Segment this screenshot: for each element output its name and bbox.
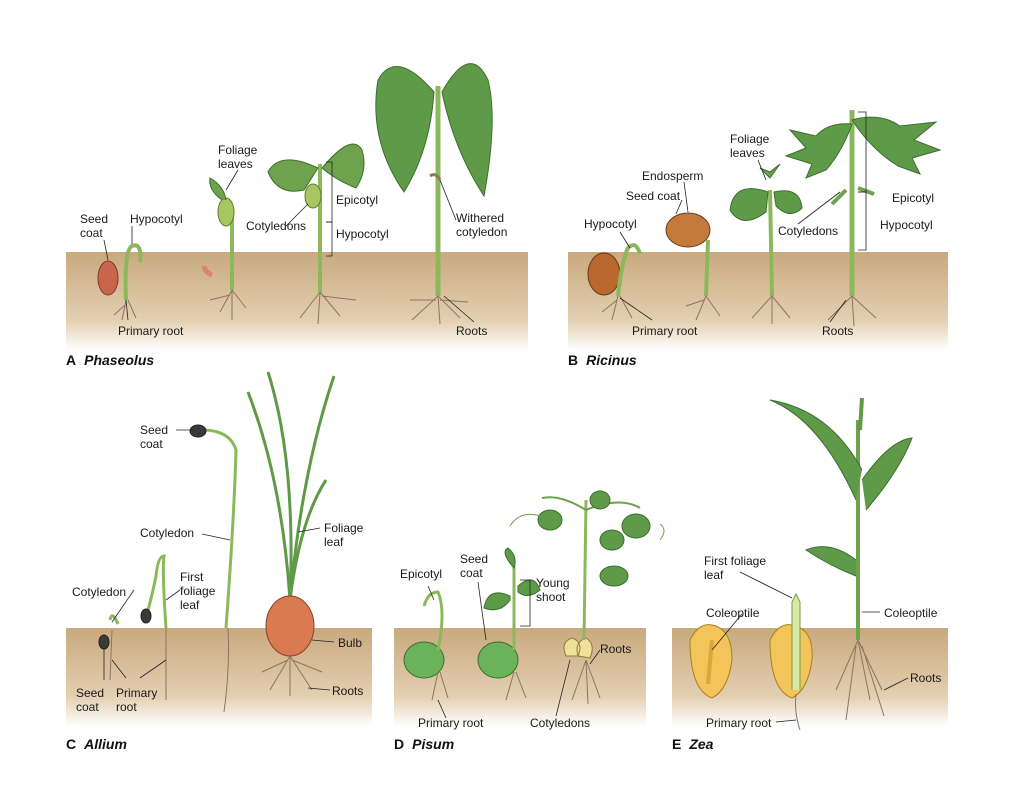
ricinus-stage-1 [587, 243, 642, 321]
label-c-foliage-leaf: Foliage leaf [324, 521, 364, 549]
label-c-primary-root: Primary root [116, 686, 158, 714]
allium-stage-1 [98, 614, 120, 681]
label-b-roots: Roots [822, 324, 854, 338]
label-c-bulb: Bulb [338, 636, 363, 650]
label-a-cotyledons: Cotyledons [246, 219, 307, 233]
label-c-seed-coat-bottom: Seed coat [76, 686, 105, 714]
label-e-primary-root: Primary root [706, 716, 772, 730]
pisum-stage-1 [403, 590, 449, 701]
allium-stage-3 [189, 424, 238, 713]
soil-d [394, 628, 646, 726]
label-c-cotyledon-mid: Cotyledon [140, 526, 195, 540]
label-d-primary-root: Primary root [418, 716, 484, 730]
label-b-endosperm: Endosperm [642, 169, 704, 183]
zea-stage-1 [689, 624, 733, 699]
zea-stage-3 [769, 397, 913, 721]
label-d-seed-coat: Seed coat [460, 552, 489, 580]
label-d-young-shoot: Young shoot [536, 576, 570, 604]
label-e-first-foliage-leaf: First foliage leaf [704, 554, 767, 582]
pisum-stage-3 [509, 490, 665, 705]
ricinus-stage-3 [729, 163, 803, 324]
soil-b [568, 252, 948, 350]
allium-stage-4 [246, 371, 336, 696]
leader-lines [103, 111, 909, 723]
label-b-cotyledons: Cotyledons [778, 224, 839, 238]
label-a-hypocotyl: Hypocotyl [130, 212, 183, 226]
phaseolus-stage-2 [201, 177, 247, 320]
label-e-coleoptile-right: Coleoptile [884, 606, 938, 620]
label-b-epicotyl: Epicotyl [892, 191, 935, 205]
label-a-withered-cotyledon: Withered cotyledon [456, 211, 508, 239]
label-c-seed-coat-top: Seed coat [140, 423, 169, 451]
label-c-cotyledon-left: Cotyledon [72, 585, 127, 599]
label-e-coleoptile-left: Coleoptile [706, 606, 760, 620]
label-b-primary-root: Primary root [632, 324, 698, 338]
soil-c [66, 628, 372, 726]
label-b-seed-coat: Seed coat [626, 189, 681, 203]
phaseolus-stage-4 [375, 63, 493, 325]
label-b-hypocotyl-2: Hypocotyl [880, 218, 933, 232]
label-b-hypocotyl: Hypocotyl [584, 217, 637, 231]
label-a-epicotyl: Epicotyl [336, 193, 379, 207]
phaseolus-stage-1 [97, 243, 143, 321]
label-d-cotyledons: Cotyledons [530, 716, 591, 730]
ricinus-stage-4 [784, 110, 942, 327]
label-d-roots: Roots [600, 642, 632, 656]
label-a-primary-root: Primary root [118, 324, 184, 338]
label-c-roots: Roots [332, 684, 364, 698]
label-a-roots: Roots [456, 324, 488, 338]
allium-stage-2 [140, 554, 168, 700]
label-a-hypocotyl-2: Hypocotyl [336, 227, 389, 241]
label-c-first-foliage-leaf: First foliage leaf [180, 570, 216, 612]
label-b-foliage-leaves: Foliage leaves [730, 132, 770, 160]
pisum-stage-2 [477, 547, 541, 701]
label-a-seed-coat: Seed coat [80, 212, 109, 240]
label-a-foliage-leaves: Foliage leaves [218, 143, 258, 171]
ricinus-stage-2 [665, 212, 721, 321]
label-e-roots: Roots [910, 671, 942, 685]
label-d-epicotyl: Epicotyl [400, 567, 443, 581]
zea-stage-2 [769, 592, 813, 731]
phaseolus-stage-3 [267, 143, 365, 325]
